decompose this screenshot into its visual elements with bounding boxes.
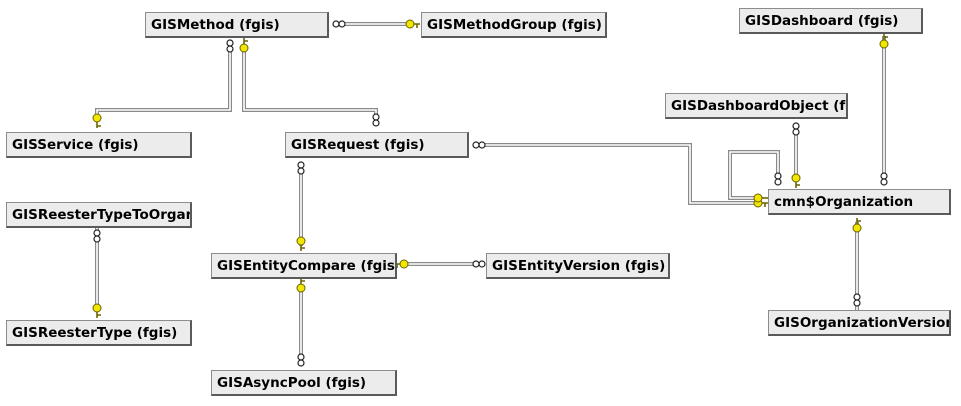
table-gismethodgroup[interactable]: GISMethodGroup (fgis) xyxy=(421,12,607,38)
table-gisasyncpool[interactable]: GISAsyncPool (fgis) xyxy=(211,370,397,396)
table-gisreestertype[interactable]: GISReesterType (fgis) xyxy=(6,320,192,346)
table-gismethod[interactable]: GISMethod (fgis) xyxy=(145,12,329,38)
table-cmn-organization[interactable]: cmn$Organization xyxy=(768,189,951,215)
table-gisdashboardobject[interactable]: GISDashboardObject (fgis) xyxy=(665,93,848,119)
rel-gisrequest-organization[interactable] xyxy=(478,143,760,205)
rel-organization-self[interactable] xyxy=(728,150,780,200)
table-gisservice[interactable]: GISService (fgis) xyxy=(6,132,192,158)
table-gisrequest[interactable]: GISRequest (fgis) xyxy=(285,132,469,158)
table-gisentityversion[interactable]: GISEntityVersion (fgis) xyxy=(486,253,670,279)
rel-gismethod-gisrequest[interactable] xyxy=(242,50,378,124)
rel-gismethod-gisservice[interactable] xyxy=(95,50,232,122)
key-end-markers xyxy=(92,19,889,318)
table-gisentitycompare[interactable]: GISEntityCompare (fgis) xyxy=(211,253,397,279)
table-gisorganizationversion[interactable]: GISOrganizationVersion (fgis) xyxy=(768,310,951,336)
table-gisdashboard[interactable]: GISDashboard (fgis) xyxy=(739,8,923,34)
table-gisreestertypetoorganization[interactable]: GISReesterTypeToOrganization (fgis) xyxy=(6,202,192,228)
many-end-markers xyxy=(93,20,888,367)
